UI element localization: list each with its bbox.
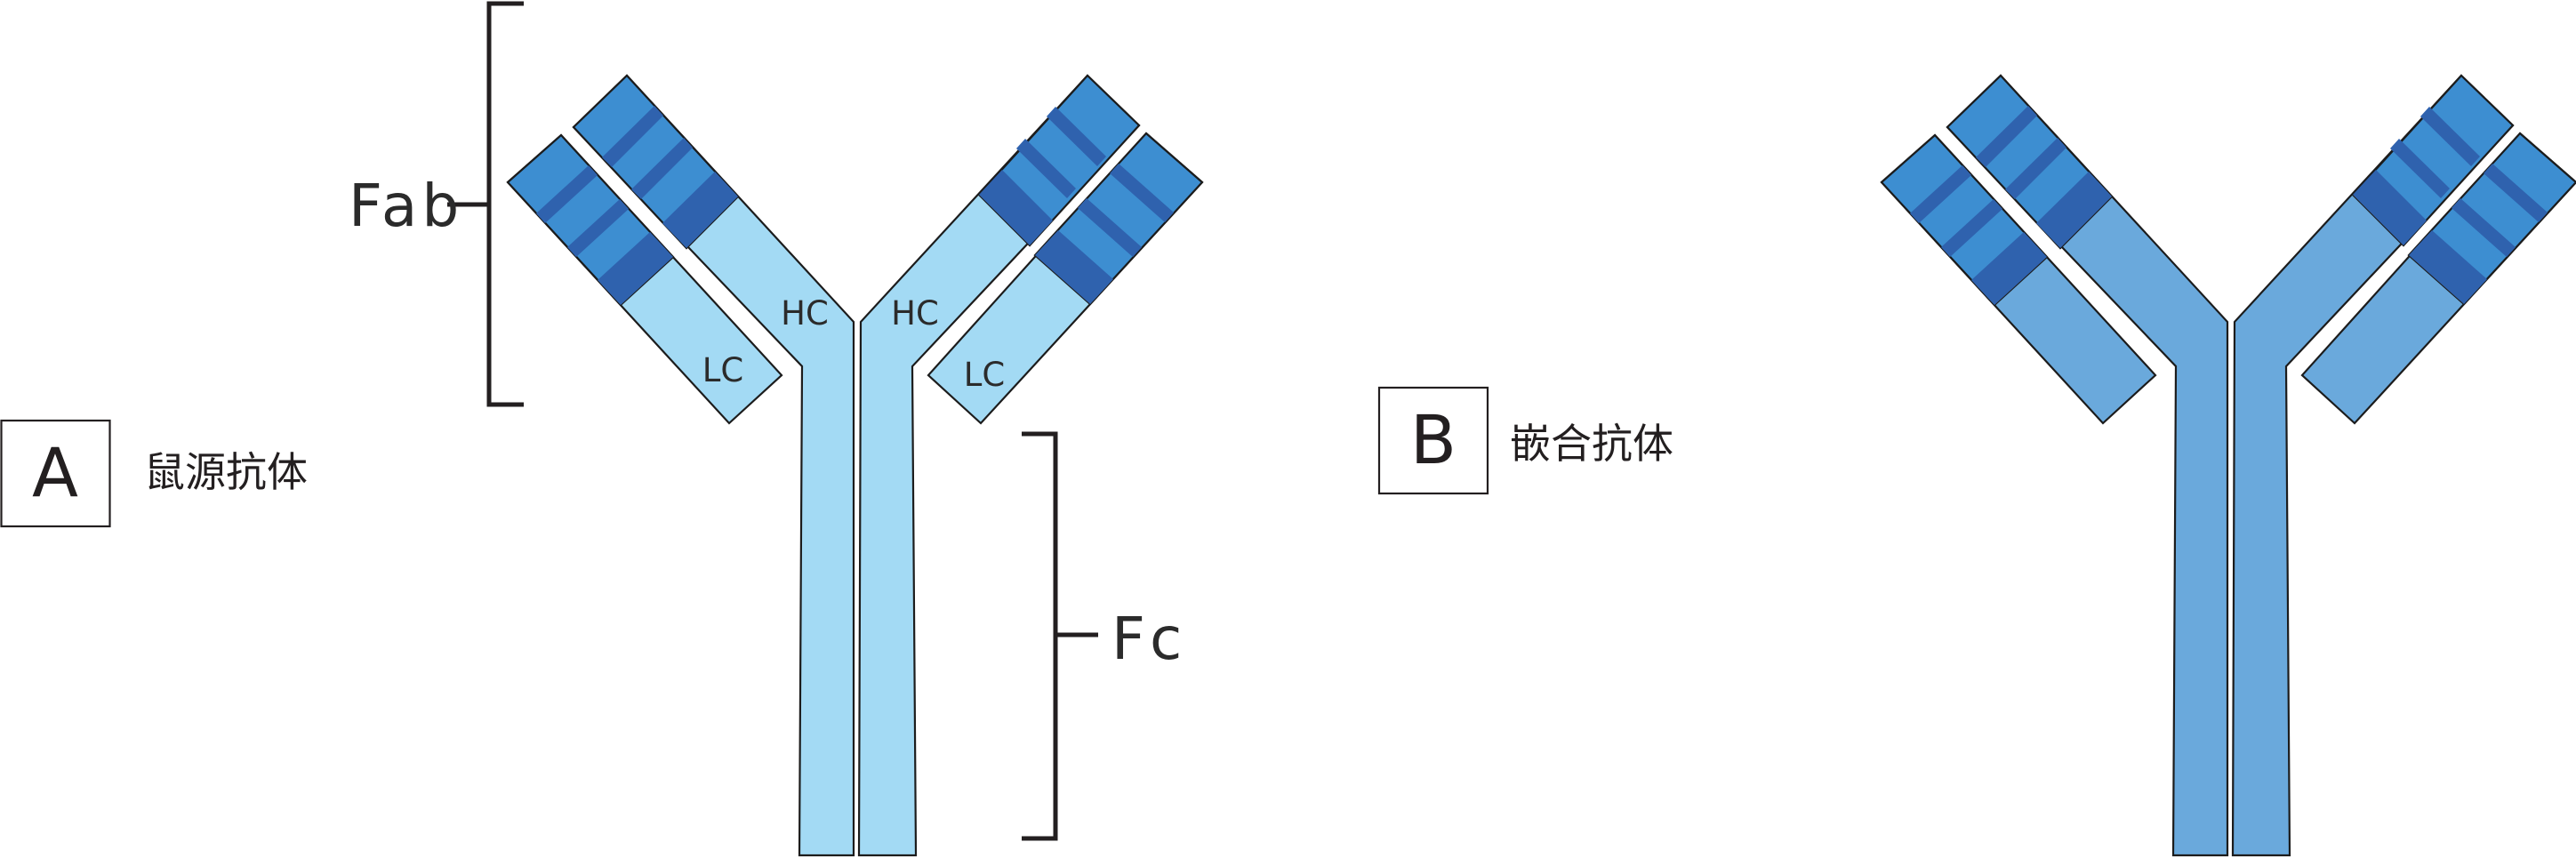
cdr-stripe <box>567 199 629 257</box>
cdr-stripe <box>536 165 598 223</box>
panel-b-box <box>1377 386 1489 495</box>
cdr-stripes-a <box>536 106 1174 305</box>
cdr-stripe <box>2484 164 2548 222</box>
cdr-stripe <box>2409 230 2487 304</box>
panel-a-label: A 鼠源抗体 <box>0 419 308 528</box>
cdr-stripe <box>2005 138 2066 199</box>
cdr-stripes-b <box>1910 106 2548 305</box>
cdr-stripe <box>2452 198 2516 257</box>
light-chain-left-label: LC <box>702 351 743 389</box>
heavy-chain-right-label: HC <box>891 294 939 333</box>
panel-b-label: B 嵌合抗体 <box>1377 386 1673 495</box>
cdr-stripe <box>1941 199 2002 257</box>
fc-label: Fc <box>1111 605 1186 673</box>
panel-b-caption: 嵌合抗体 <box>1510 420 1673 468</box>
fc-bracket: Fc <box>1022 431 1186 841</box>
panel-a-caption: 鼠源抗体 <box>144 448 308 496</box>
cdr-stripe <box>2390 139 2450 198</box>
heavy-chain-left-label: HC <box>781 294 829 333</box>
cdr-stripe <box>1047 107 1106 166</box>
cdr-stripe <box>2036 172 2112 248</box>
cdr-stripe <box>979 170 1053 245</box>
cdr-stripe <box>1016 139 1076 198</box>
panel-a-box <box>0 419 111 528</box>
fab-bracket: Fab <box>349 1 524 407</box>
fab-label: Fab <box>349 172 463 240</box>
panel-a-letter: A <box>32 433 78 512</box>
cdr-stripe <box>1110 164 1174 222</box>
panel-b-antibody <box>1880 74 2576 857</box>
cdr-stripe <box>631 138 693 199</box>
cdr-stripe <box>1910 165 1971 223</box>
panel-a-antibody: HC HC LC LC <box>506 74 1204 857</box>
cdr-stripe <box>2420 107 2480 166</box>
cdr-stripe <box>1035 230 1113 304</box>
cdr-stripe <box>662 172 738 248</box>
cdr-stripe <box>598 232 673 305</box>
cdr-stripe <box>2353 170 2427 245</box>
cdr-stripe <box>602 106 663 167</box>
panel-b-letter: B <box>1410 400 1457 479</box>
cdr-stripe <box>1078 198 1142 257</box>
light-chain-right-label: LC <box>964 356 1005 394</box>
cdr-stripe <box>1971 232 2047 305</box>
cdr-stripe <box>1976 106 2037 167</box>
